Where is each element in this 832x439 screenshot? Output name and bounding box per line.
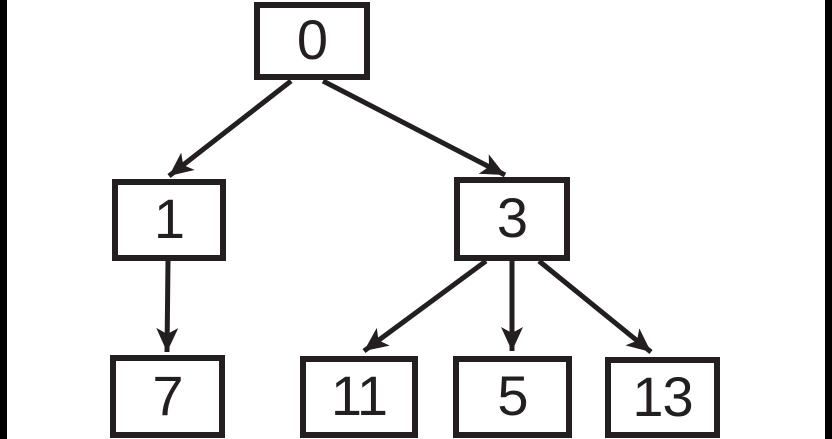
edge-3-to-13 (537, 259, 653, 354)
tree-node-5: 5 (453, 356, 572, 438)
tree-node-label: 13 (632, 364, 693, 428)
edge-0-to-1 (167, 79, 293, 178)
edge-3-to-11 (362, 258, 488, 354)
right-edge-bar (825, 0, 832, 439)
tree-node-label: 7 (152, 363, 183, 427)
tree-node-11: 11 (300, 356, 418, 438)
tree-node-7: 7 (110, 355, 225, 438)
tree-node-13: 13 (605, 357, 720, 438)
tree-node-1: 1 (112, 179, 226, 261)
tree-node-0: 0 (254, 2, 370, 80)
tree-node-label: 1 (153, 187, 185, 250)
tree-node-3: 3 (454, 177, 570, 261)
left-edge-bar (0, 0, 7, 439)
tree-node-label: 0 (296, 8, 328, 71)
edge-1-to-7 (156, 260, 179, 353)
tree-node-label: 3 (496, 186, 528, 249)
tree-node-label: 11 (330, 364, 388, 427)
edge-0-to-3 (321, 78, 507, 178)
tree-node-label: 5 (497, 364, 528, 427)
